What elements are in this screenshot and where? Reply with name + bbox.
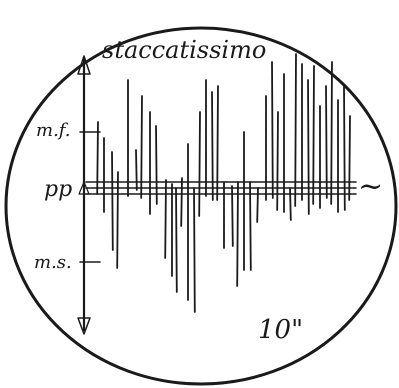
diagram-title: staccatissimo [102, 36, 266, 64]
baseline-band [86, 182, 356, 194]
spike-line [194, 188, 195, 312]
spike-line [250, 182, 251, 270]
spike-line [181, 178, 182, 226]
spike-line [313, 66, 314, 204]
level-label-upper: m.f. [36, 120, 71, 141]
spike-line [212, 92, 213, 200]
level-label-middle: pp [44, 177, 72, 202]
spike-line [257, 188, 258, 222]
spike-line [165, 180, 166, 258]
level-label-lower: m.s. [34, 252, 72, 273]
spike-line [237, 182, 238, 286]
spike-lines [97, 54, 350, 312]
spike-line [308, 80, 309, 214]
spike-line [232, 186, 233, 246]
spike-line [117, 172, 118, 268]
spike-line [272, 62, 273, 198]
spike-line [156, 126, 157, 204]
spike-line [217, 86, 218, 200]
spike-line [199, 112, 200, 216]
tilde-mark: ~ [358, 169, 383, 204]
spike-line [331, 62, 332, 204]
spike-line [112, 152, 113, 250]
spike-line [141, 96, 142, 198]
bottom-note: 10" [258, 315, 303, 345]
spike-line [97, 122, 98, 194]
spike-line [277, 112, 278, 210]
spike-line [136, 150, 137, 190]
spike-line [349, 116, 350, 200]
spike-line [326, 86, 327, 198]
spike-line [290, 188, 291, 220]
spike-line [176, 188, 177, 292]
spike-line [344, 86, 345, 210]
spike-line [295, 54, 296, 206]
